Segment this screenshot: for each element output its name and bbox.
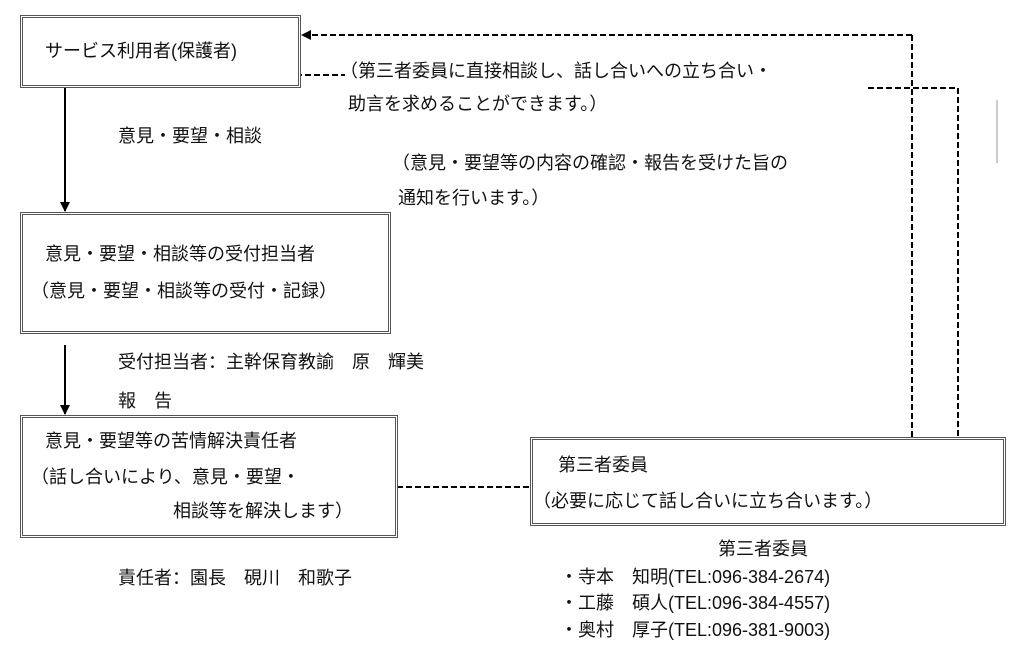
reception-box-line1: 意見・要望・相談等の受付担当者 [45,244,315,264]
direct-consult-note-2: 助言を求めることができます。） [348,94,608,114]
reception-person: 受付担当者：主幹保育教諭 原 輝美 [118,352,424,372]
reception-box: 意見・要望・相談等の受付担当者 （意見・要望・相談等の受付・記録） [20,212,391,334]
reception-box-line2: （意見・要望・相談等の受付・記録） [31,281,337,301]
committee-box-line1: 第三者委員 [558,455,648,475]
committee-member: ・奥村 厚子(TEL:096-381-9003) [560,620,831,640]
opinion-label: 意見・要望・相談 [118,126,262,146]
resolver-box-line3: 相談等を解決します） [173,501,353,521]
responsible-person: 責任者：園長 硯川 和歌子 [118,568,352,588]
notice-note-2: 通知を行います。） [398,188,550,208]
direct-consult-note-1: （第三者委員に直接相談し、話し合いへの立ち合い・ [340,61,772,81]
resolver-box: 意見・要望等の苦情解決責任者 （話し合いにより、意見・要望・ 相談等を解決します… [20,415,398,538]
report-label: 報 告 [118,391,172,411]
committee-list-title: 第三者委員 [718,539,808,559]
committee-box: 第三者委員 （必要に応じて話し合いに立ち合います。） [530,437,1006,526]
user-box: サービス利用者(保護者) [20,15,301,88]
user-box-label: サービス利用者(保護者) [45,41,237,61]
committee-member: ・寺本 知明(TEL:096-384-2674) [560,567,831,587]
committee-member: ・工藤 碩人(TEL:096-384-4557) [560,593,831,613]
resolver-box-line2: （話し合いにより、意見・要望・ [31,467,300,487]
notice-note-1: （意見・要望等の内容の確認・報告を受けた旨の [392,153,788,173]
committee-box-line2: （必要に応じて話し合いに立ち合います。） [533,491,883,511]
resolver-box-line1: 意見・要望等の苦情解決責任者 [45,431,297,451]
